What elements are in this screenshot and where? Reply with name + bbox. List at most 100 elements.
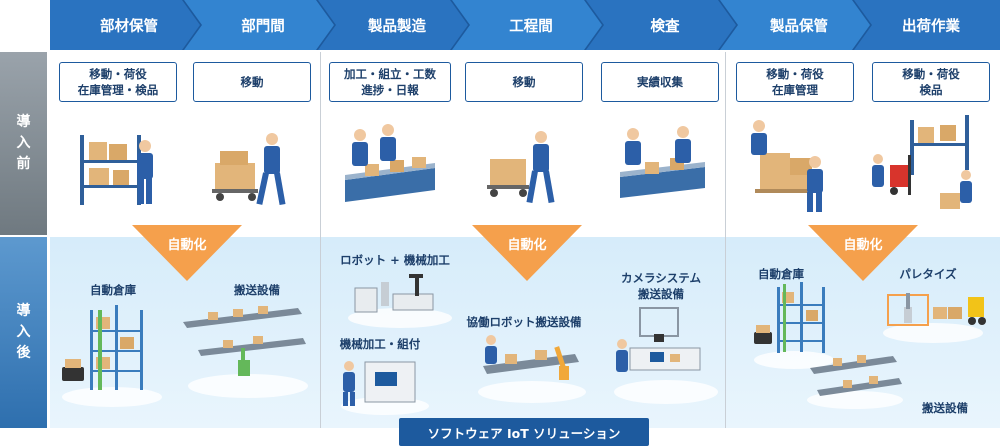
conveyor-icon <box>483 350 579 374</box>
shelf-icon <box>910 115 969 175</box>
stage-label: 検査 <box>650 18 680 35</box>
stage-inspection: 検査 <box>586 0 736 50</box>
box-icon <box>933 307 962 319</box>
robot-vehicle-icon <box>62 359 84 381</box>
worker-icon <box>343 361 355 406</box>
camera-system-conveyor-illustration <box>614 307 718 404</box>
stage-label: 部門間 <box>241 18 285 35</box>
worker-icon <box>616 339 628 372</box>
before-introduction-label: 導 入 前 <box>0 52 47 235</box>
conveyor-icon <box>183 306 306 356</box>
automated-conveyor-illustration <box>807 355 903 409</box>
stage-shipping: 出荷作業 <box>854 0 1000 50</box>
cobot-conveyor-illustration <box>478 335 586 403</box>
task-line: 実績収集 <box>637 75 683 89</box>
task-line: 検品 <box>919 83 943 97</box>
task-line: 移動・荷役 <box>766 67 824 81</box>
label-line: カメラシステム <box>621 271 701 285</box>
label-auto-warehouse: 自動倉庫 <box>758 267 804 281</box>
before-char-1: 導 <box>16 114 31 130</box>
shelf-icon <box>777 282 825 353</box>
robot-arm-icon <box>238 348 250 376</box>
worker-icon <box>625 126 691 165</box>
manual-assembly-line-illustration <box>345 124 435 202</box>
automation-label: 自動化 <box>507 238 547 253</box>
label-cobot-conveyor: 協働ロボット搬送設備 <box>466 315 582 329</box>
label-conveyor: 搬送設備 <box>922 401 968 415</box>
worker-icon <box>352 124 396 166</box>
machining-assembly-illustration <box>341 361 429 415</box>
robot-machining-illustration <box>348 274 452 328</box>
stage-label: 工程間 <box>509 18 553 35</box>
worker-icon <box>526 131 555 204</box>
label-robot-machining: ロボット + 機械加工 <box>340 253 450 267</box>
camera-icon <box>639 307 679 342</box>
automated-warehouse-illustration <box>62 305 162 407</box>
label-machining-assembly: 機械加工・組付 <box>339 337 421 351</box>
conveyor-icon <box>345 157 435 202</box>
task-line: 移動・荷役 <box>902 67 960 81</box>
section-divider <box>320 52 321 428</box>
forklift-icon <box>890 155 911 195</box>
task-box-product-storage: 移動・荷役 在庫管理 <box>736 62 854 102</box>
manual-shipping-illustration <box>872 115 972 209</box>
stage-between-processes: 工程間 <box>452 0 602 50</box>
worker-at-shelf-illustration <box>80 135 153 205</box>
after-char-1: 導 <box>16 303 31 319</box>
task-line: 加工・組立・工数 <box>344 67 436 81</box>
label-auto-warehouse: 自動倉庫 <box>90 283 136 297</box>
automated-warehouse-illustration <box>754 282 834 369</box>
box-icon <box>755 153 817 193</box>
worker-icon <box>137 140 153 204</box>
task-box-inspection: 実績収集 <box>601 62 719 102</box>
automated-conveyor-illustration <box>183 306 308 398</box>
worker-icon <box>872 154 972 203</box>
robot-arm-icon <box>887 293 929 326</box>
stage-label: 製品製造 <box>368 18 426 35</box>
robot-arm-icon <box>554 346 569 380</box>
worker-icon <box>256 133 286 206</box>
automation-label: 自動化 <box>167 238 207 253</box>
manual-product-storage-illustration <box>751 120 823 212</box>
label-camera-system: カメラシステム 搬送設備 <box>606 270 716 302</box>
shelf-icon <box>90 305 143 390</box>
worker-icon <box>485 335 497 364</box>
task-box-shipping: 移動・荷役 検品 <box>872 62 990 102</box>
label-conveyor: 搬送設備 <box>234 283 280 297</box>
manual-inspection-illustration <box>620 126 705 198</box>
task-line: 在庫管理 <box>772 83 818 97</box>
box-icon <box>940 193 960 209</box>
palletizing-illustration <box>883 293 986 343</box>
conveyor-icon <box>629 347 701 371</box>
conveyor-icon <box>810 355 902 396</box>
forklift-icon <box>968 297 986 325</box>
before-char-2: 入 <box>16 135 31 151</box>
task-box-between-processes: 移動 <box>465 62 583 102</box>
automation-label: 自動化 <box>843 238 883 253</box>
stage-between-departments: 部門間 <box>184 0 334 50</box>
stage-label: 部材保管 <box>100 18 158 35</box>
process-stage-header: 部材保管 部門間 製品製造 工程間 検査 製品保管 出荷作業 <box>50 0 1000 50</box>
before-char-3: 前 <box>16 156 31 172</box>
conveyor-icon <box>620 158 705 198</box>
after-char-2: 入 <box>16 324 31 340</box>
software-iot-solution-bar: ソフトウェア IoT ソリューション <box>399 418 649 446</box>
task-box-manufacturing: 加工・組立・工数 進捗・日報 <box>329 62 451 102</box>
label-line: 搬送設備 <box>638 287 684 301</box>
stage-label: 製品保管 <box>770 18 828 35</box>
box-icon <box>487 159 529 197</box>
stage-parts-storage: 部材保管 <box>50 0 200 50</box>
after-introduction-label: 導 入 後 <box>0 237 47 428</box>
section-divider <box>725 52 726 428</box>
worker-with-cart-illustration <box>212 133 286 206</box>
after-char-3: 後 <box>16 345 31 361</box>
task-line: 移動 <box>512 75 536 89</box>
label-palletize: パレタイズ <box>899 267 957 281</box>
shelf-icon <box>80 135 141 205</box>
stage-product-storage: 製品保管 <box>720 0 870 50</box>
task-line: 移動・荷役 <box>89 67 147 81</box>
robot-vehicle-icon <box>754 325 772 344</box>
task-box-parts-storage: 移動・荷役 在庫管理・検品 <box>59 62 177 102</box>
task-line: 在庫管理・検品 <box>77 83 159 97</box>
worker-with-cart-illustration <box>487 131 555 204</box>
